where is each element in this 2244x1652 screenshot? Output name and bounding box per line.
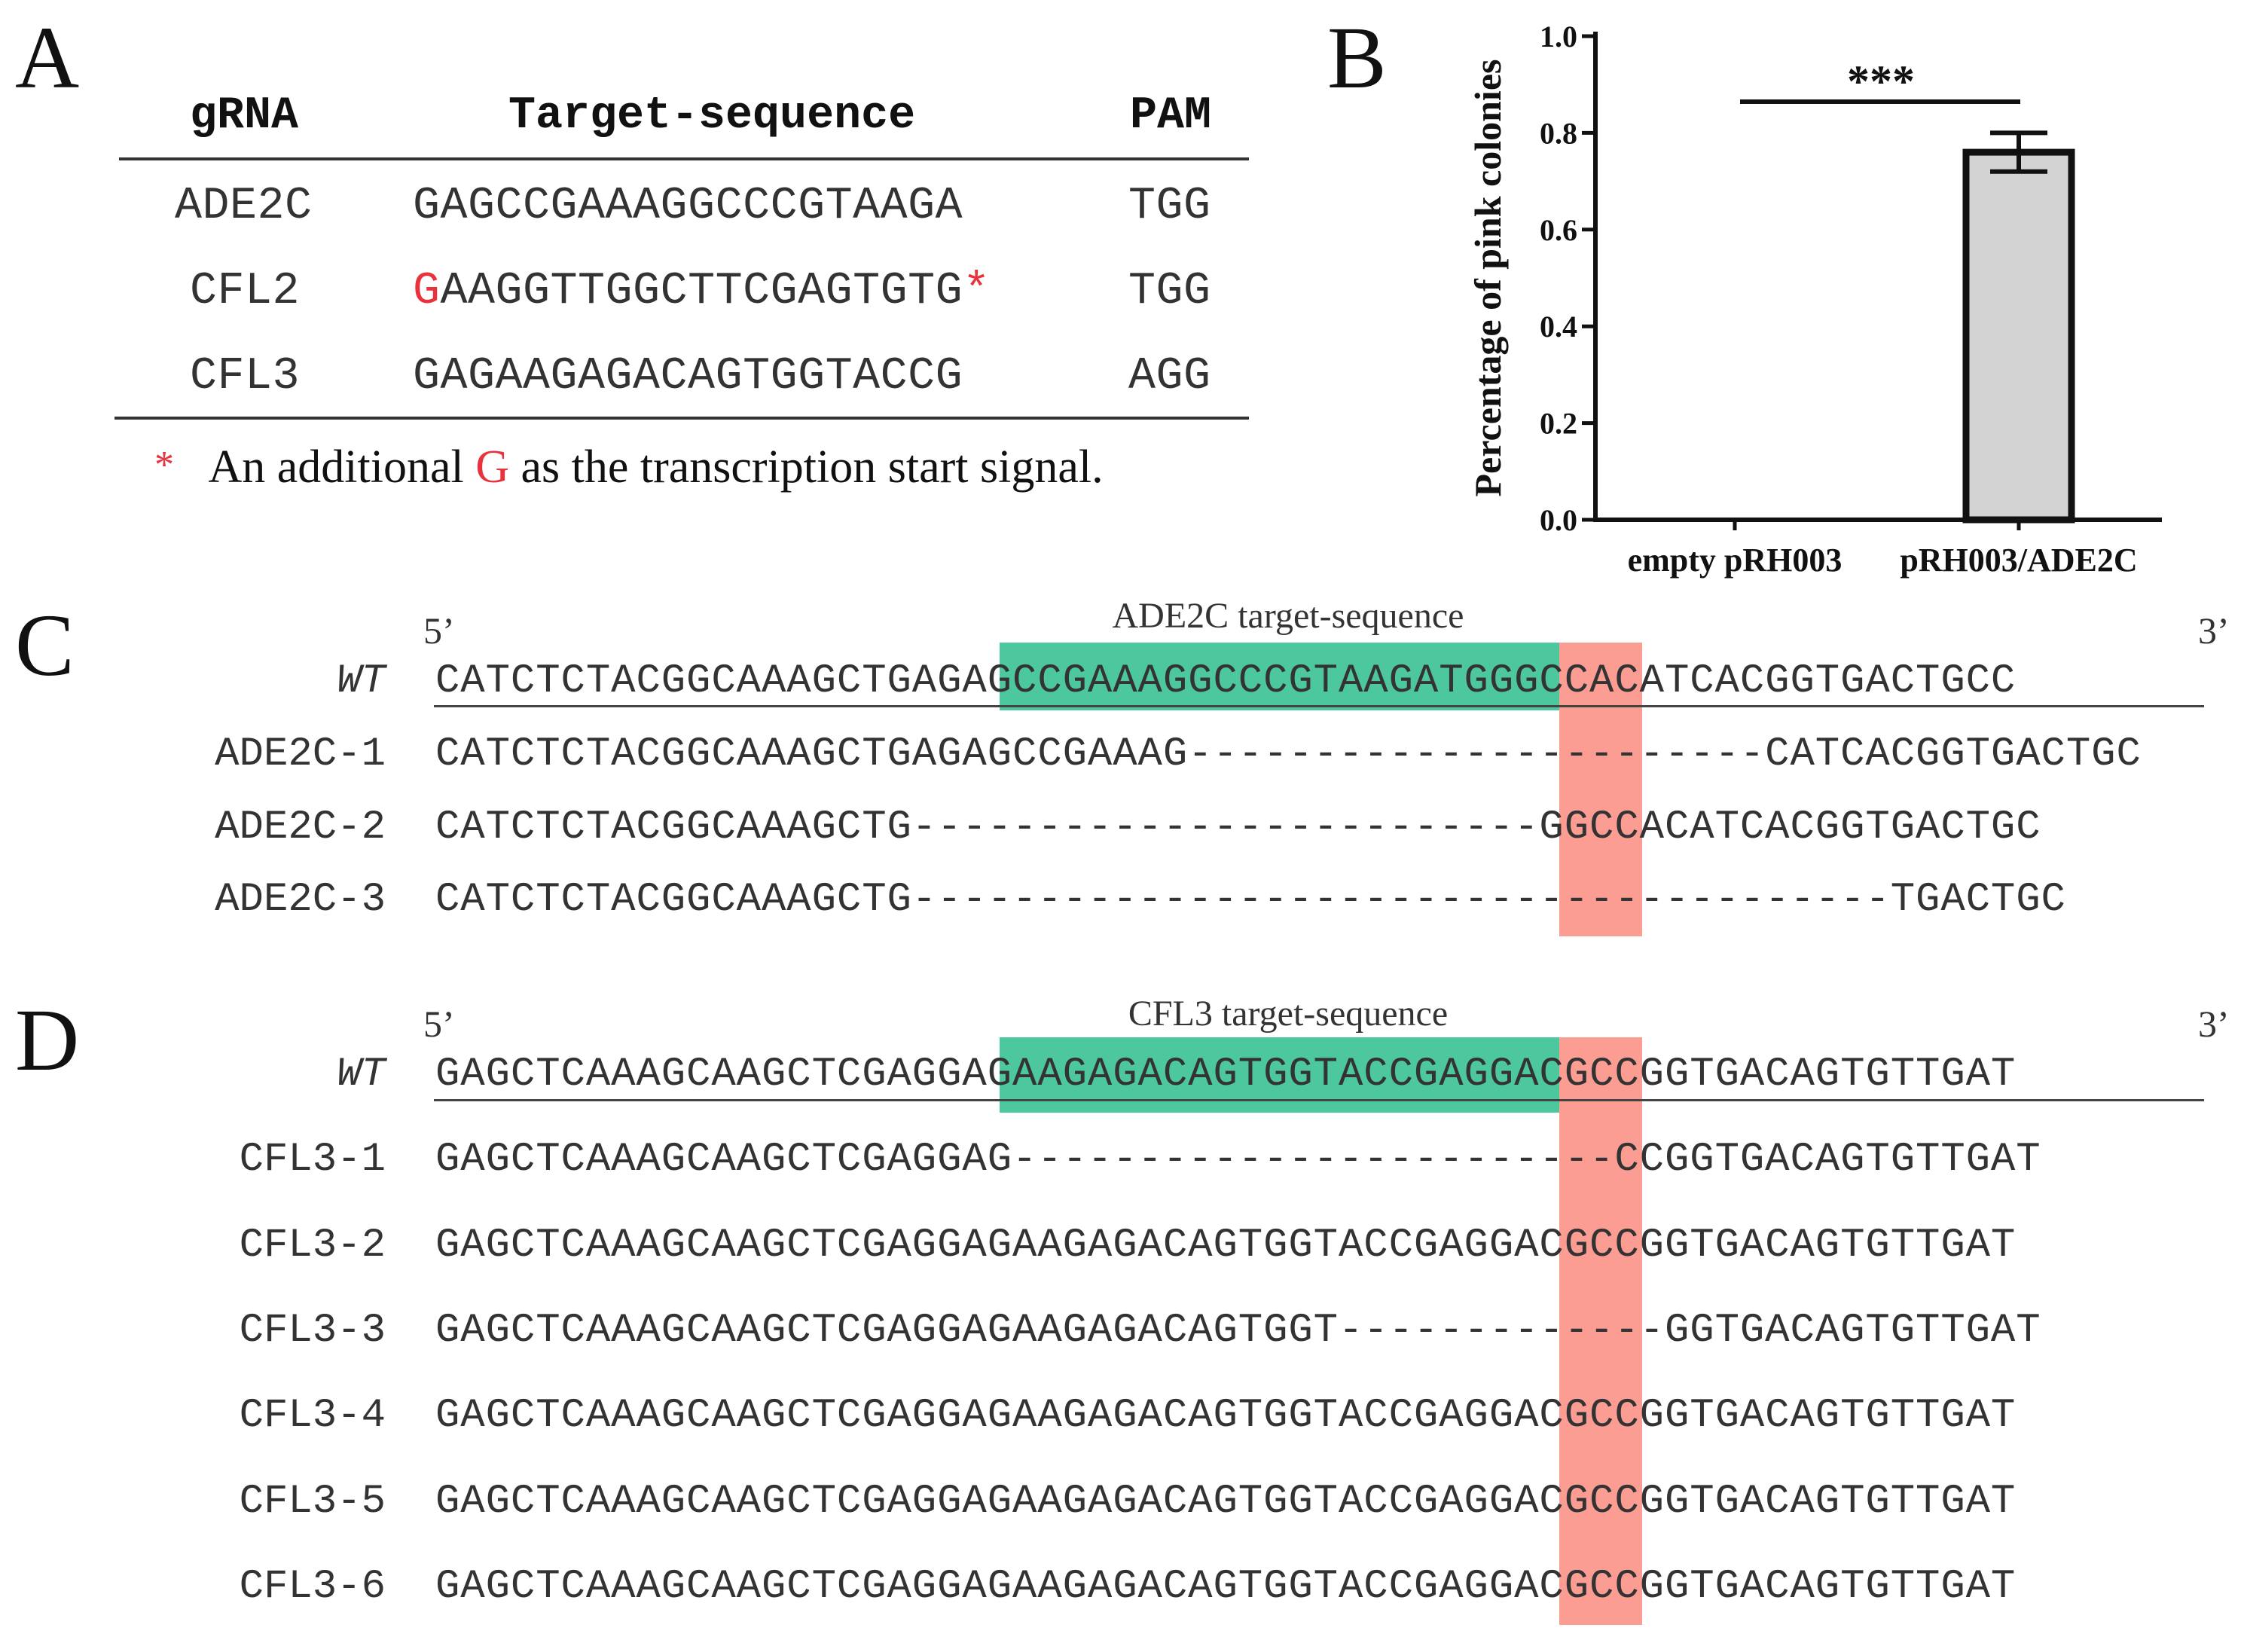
sequence-row: CATCTCTACGGCAAAGCTG---------------------… bbox=[435, 805, 2041, 850]
grna-name: ADE2C bbox=[175, 181, 313, 232]
footnote-asterisk: * bbox=[154, 444, 174, 487]
pam-highlight bbox=[1559, 1037, 1642, 1625]
bar-chart: Percentage of pink colonies 0.0 0.2 0.4 0.6 0… bbox=[1467, 20, 2162, 579]
sequence-text: GAGAAGAGACAGTGGTACCG bbox=[413, 351, 963, 402]
pam-highlight bbox=[1559, 643, 1642, 936]
panel-letter-d: D bbox=[15, 991, 80, 1089]
row-label-wt: WT bbox=[337, 658, 386, 704]
table-bottom-rule bbox=[114, 417, 1249, 420]
panel-letter-b: B bbox=[1327, 8, 1387, 107]
sequence-text: GAGCCGAAAGGCCCGTAAGA bbox=[413, 181, 963, 232]
x-tick-label: empty pRH003 bbox=[1628, 542, 1843, 579]
sequence-row: GAGCTCAAAGCAAGCTCGAGGAGAAGAGACAGTGGT----… bbox=[435, 1308, 2041, 1354]
row-label: CFL3-4 bbox=[239, 1393, 386, 1439]
sequence-row: GAGCTCAAAGCAAGCTCGAGGAGAAGAGACAGTGGTACCG… bbox=[435, 1223, 2017, 1269]
sequence-row: GAGCTCAAAGCAAGCTCGAGGAGAAGAGACAGTGGTACCG… bbox=[435, 1393, 2017, 1439]
three-prime-label: 3’ bbox=[2198, 1003, 2230, 1045]
sequence-row: GAGCTCAAAGCAAGCTCGAGGAGAAGAGACAGTGGTACCG… bbox=[435, 1479, 2017, 1525]
y-tick-label: 0.8 bbox=[1540, 116, 1577, 150]
sequence-row: CATCTCTACGGCAAAGCTGAGAGCCGAAAG----------… bbox=[435, 731, 2142, 777]
target-sequence: GAGAAGAGACAGTGGTACCG bbox=[413, 351, 963, 402]
header-target-sequence: Target-sequence bbox=[508, 90, 916, 142]
five-prime-label: 5’ bbox=[423, 609, 455, 652]
five-prime-label: 5’ bbox=[423, 1003, 455, 1045]
row-label: ADE2C-3 bbox=[215, 877, 386, 923]
sequence-row: CATCTCTACGGCAAAGCTG---------------------… bbox=[435, 877, 2066, 923]
pam-sequence: TGG bbox=[1128, 266, 1211, 317]
footnote-g: G bbox=[475, 441, 509, 493]
extra-g: G bbox=[413, 266, 441, 317]
y-axis-label: Percentage of pink colonies bbox=[1467, 60, 1509, 497]
grna-name: CFL2 bbox=[190, 266, 301, 317]
wt-underline bbox=[434, 705, 2204, 707]
table-footnote: * An additional G as the transcription s… bbox=[154, 441, 1104, 494]
row-label: ADE2C-2 bbox=[215, 805, 386, 850]
row-label: CFL3-5 bbox=[239, 1479, 386, 1525]
x-tick-label: pRH003/ADE2C bbox=[1900, 542, 2137, 579]
wt-underline bbox=[434, 1099, 2204, 1101]
grna-name: CFL3 bbox=[190, 351, 301, 402]
row-label: CFL3-2 bbox=[239, 1223, 386, 1269]
sequence-row: GAGCTCAAAGCAAGCTCGAGGAG-----------------… bbox=[435, 1137, 2041, 1183]
header-grna: gRNA bbox=[190, 90, 299, 142]
target-sequence-title: ADE2C target-sequence bbox=[1112, 596, 1464, 636]
row-label: CFL3-6 bbox=[239, 1564, 386, 1610]
y-tick-label: 1.0 bbox=[1540, 20, 1577, 53]
panel-letter-a: A bbox=[15, 8, 80, 107]
y-tick-label: 0.0 bbox=[1540, 503, 1577, 537]
row-label: CFL3-3 bbox=[239, 1308, 386, 1354]
footnote-text-1: An additional bbox=[208, 441, 476, 493]
asterisk: * bbox=[963, 266, 991, 317]
pam-sequence: AGG bbox=[1128, 351, 1211, 402]
sequence-wt: CATCTCTACGGCAAAGCTGAGAGCCGAAAGGCCCGTAAGA… bbox=[435, 658, 2017, 704]
header-pam: PAM bbox=[1130, 90, 1212, 142]
y-tick-label: 0.4 bbox=[1540, 310, 1577, 344]
table-top-rule bbox=[119, 157, 1249, 160]
target-highlight bbox=[1000, 643, 1559, 710]
target-sequence: GAGCCGAAAGGCCCGTAAGA bbox=[413, 181, 963, 232]
sequence-text: AAGGTTGGCTTCGAGTGTG bbox=[440, 266, 963, 317]
row-label-wt: WT bbox=[337, 1052, 386, 1098]
target-sequence-title: CFL3 target-sequence bbox=[1128, 994, 1449, 1034]
three-prime-label: 3’ bbox=[2198, 609, 2230, 652]
sequence-wt: GAGCTCAAAGCAAGCTCGAGGAGAAGAGACAGTGGTACCG… bbox=[435, 1052, 2017, 1098]
target-sequence: GAAGGTTGGCTTCGAGTGTG* bbox=[413, 266, 991, 317]
footnote-text-2: as the transcription start signal. bbox=[509, 441, 1104, 493]
panel-letter-c: C bbox=[15, 596, 75, 695]
significance-label: *** bbox=[1847, 56, 1915, 106]
y-tick-label: 0.2 bbox=[1540, 407, 1577, 441]
row-label: ADE2C-1 bbox=[215, 731, 386, 777]
row-label: CFL3-1 bbox=[239, 1137, 386, 1183]
bar-2 bbox=[1962, 148, 2075, 524]
sequence-row: GAGCTCAAAGCAAGCTCGAGGAGAAGAGACAGTGGTACCG… bbox=[435, 1564, 2017, 1610]
pam-sequence: TGG bbox=[1128, 181, 1211, 232]
y-tick-label: 0.6 bbox=[1540, 213, 1577, 247]
